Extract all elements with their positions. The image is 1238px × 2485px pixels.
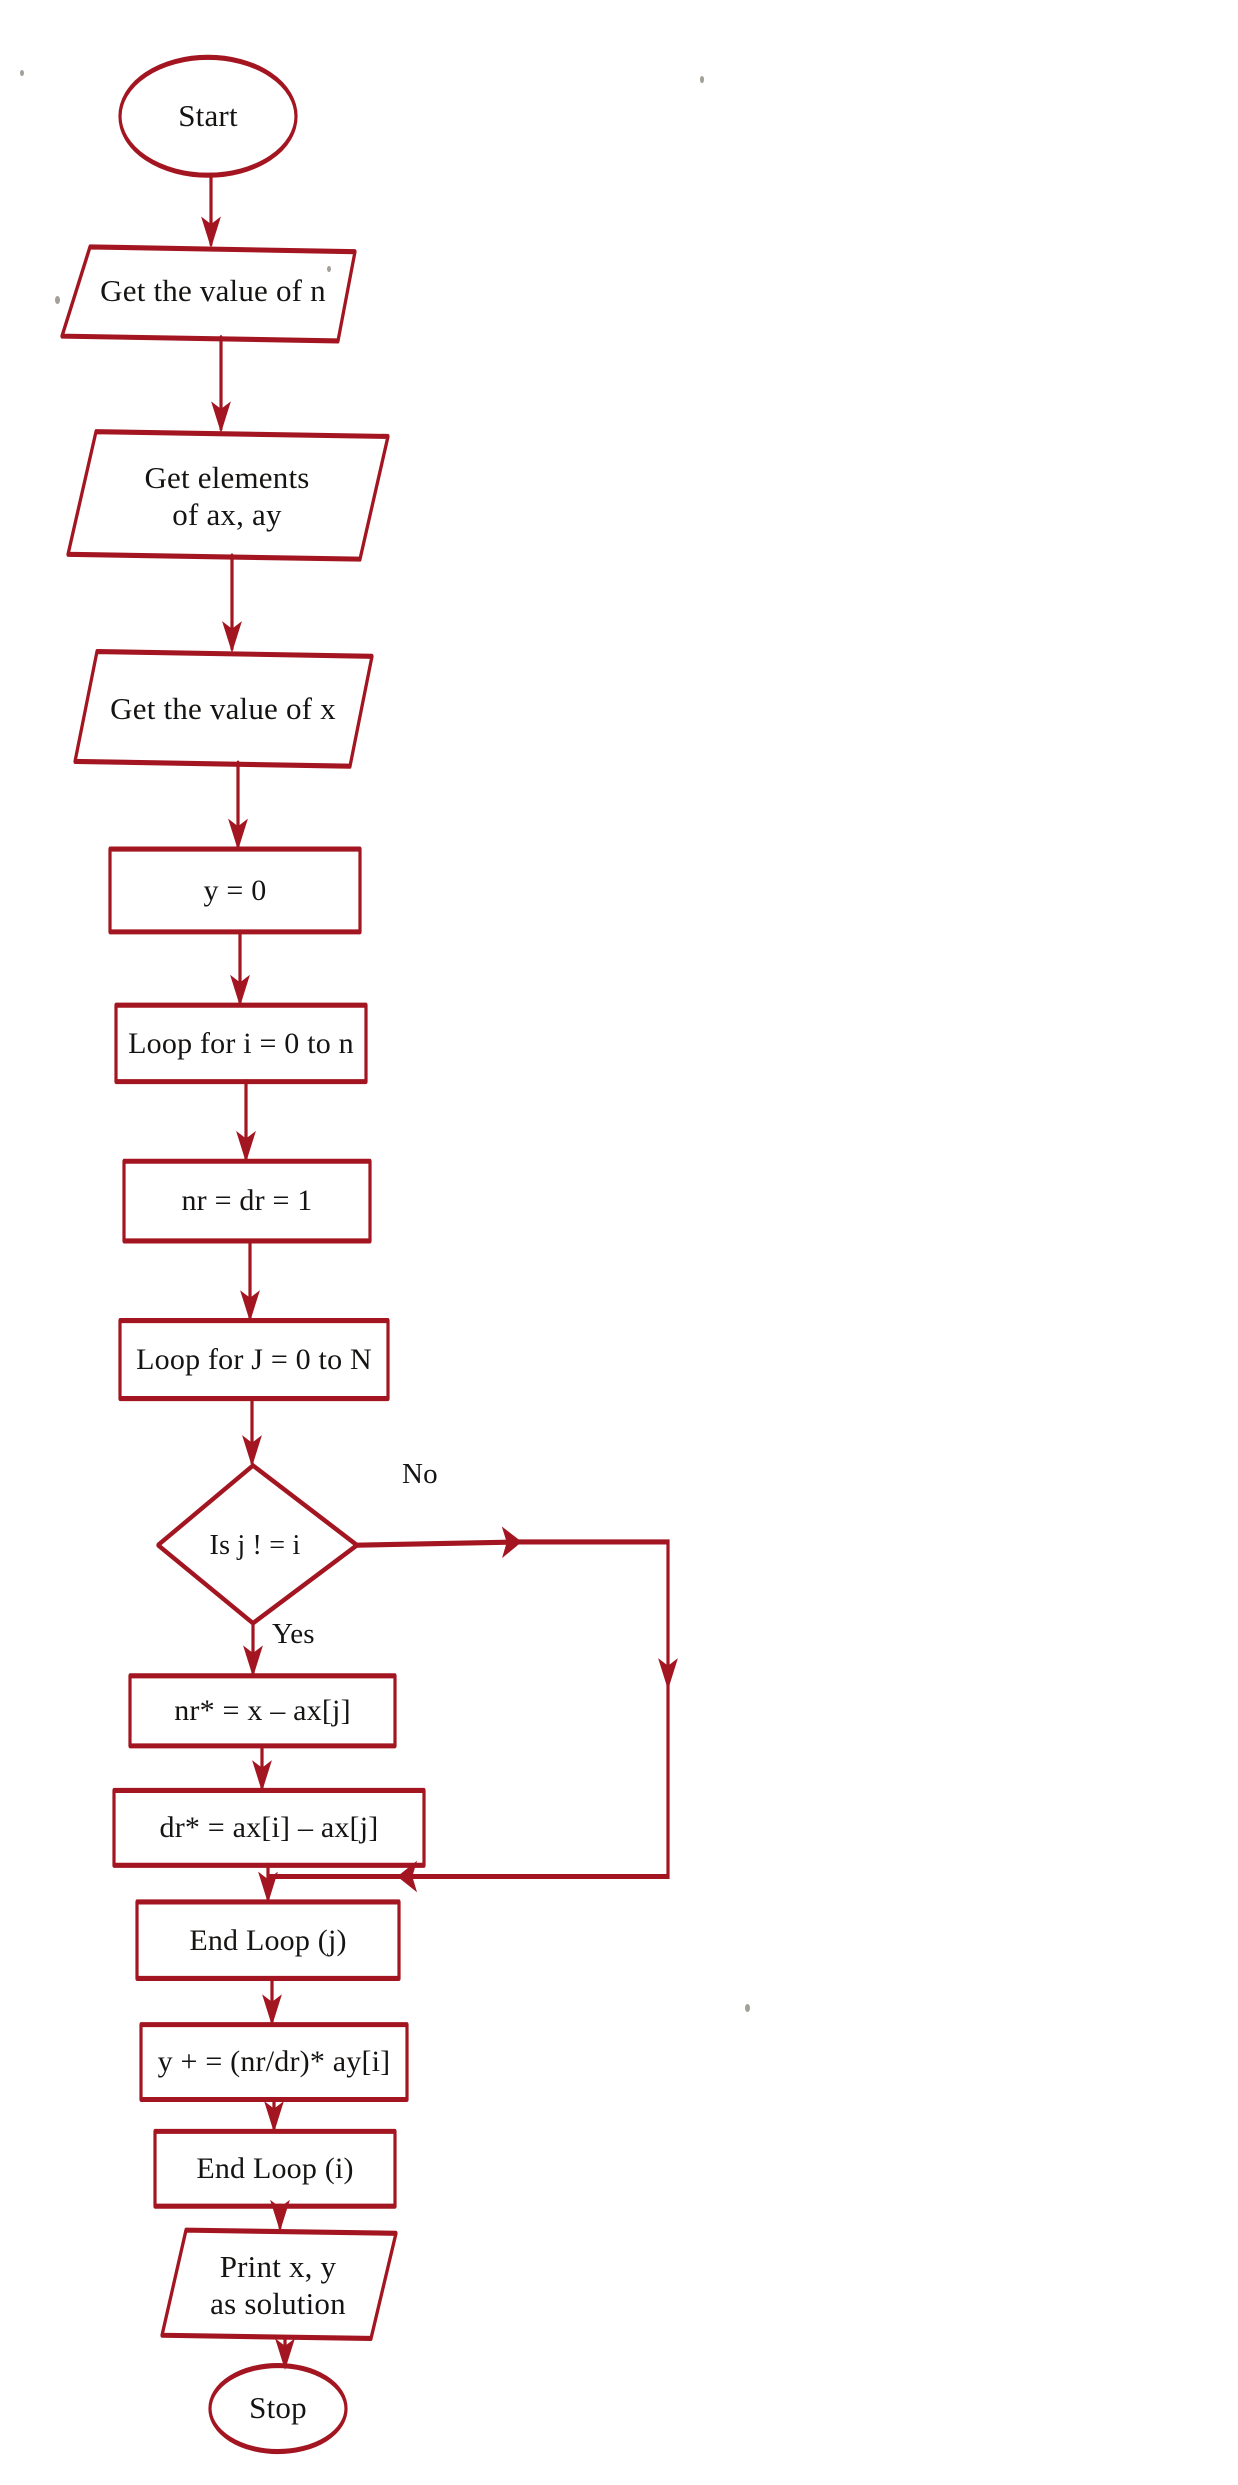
shape-dr-mul [112,1787,426,1868]
edge-decision-no-segment-bypass [517,1539,678,1690]
edge-decision-no-segment-right [355,1526,522,1559]
shape-start [118,54,298,178]
shape-end-loop-j [135,1899,401,1981]
scan-speck [327,266,331,273]
shape-get-n [60,244,357,344]
shape-get-x [73,648,374,769]
shape-loop-i [114,1002,368,1085]
edge-decision-no-return [397,1682,670,1893]
scan-speck [55,296,60,305]
shape-y-accum [139,2022,409,2103]
shape-y-init [108,846,362,935]
shape-nr-dr [122,1158,372,1244]
shape-stop [208,2362,348,2455]
scan-speck [20,70,24,77]
scan-speck [745,2003,750,2012]
edge-label-yes: Yes [272,1618,315,1651]
edge-label-no: No [402,1457,438,1490]
shape-get-elems [66,429,390,562]
shape-decision [156,1462,359,1626]
shape-end-loop-i [153,2128,397,2209]
scan-speck [700,76,704,83]
shape-loop-j [118,1318,390,1402]
shape-print [160,2227,398,2341]
shape-nr-mul [128,1673,397,1749]
